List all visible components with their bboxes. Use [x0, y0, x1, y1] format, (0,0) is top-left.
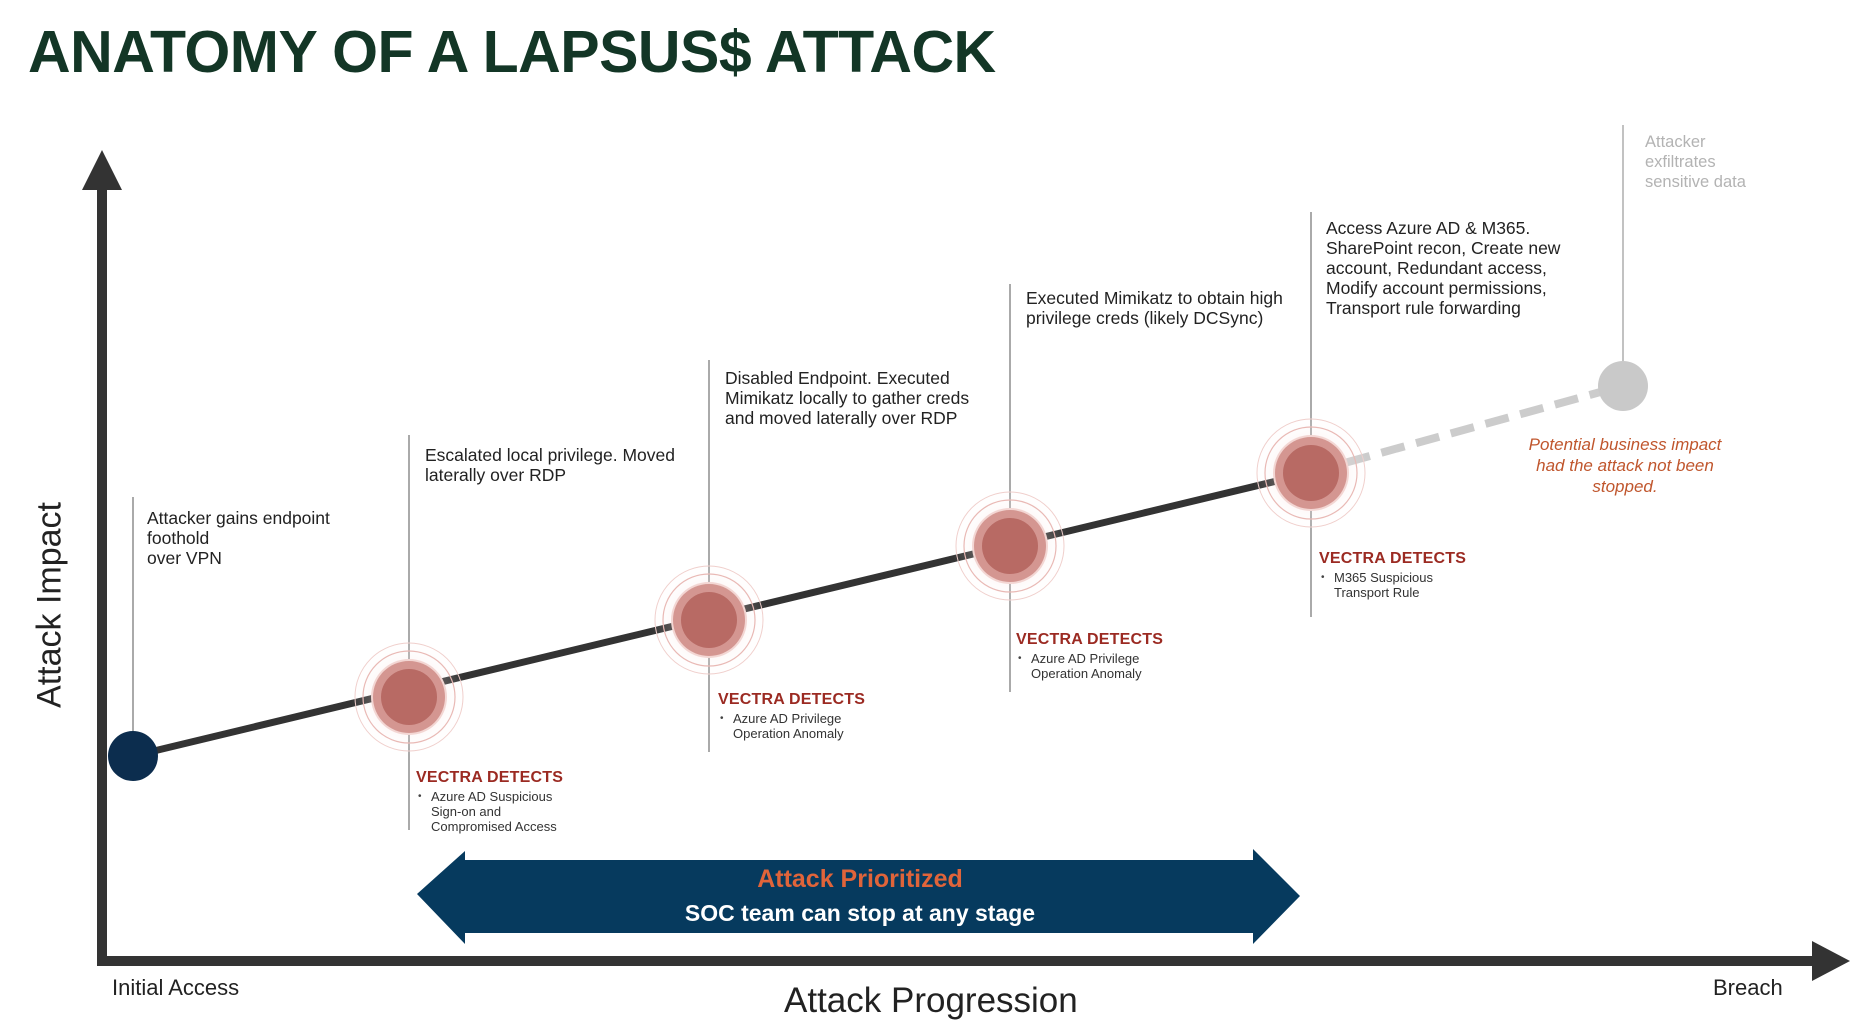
potential-impact-note: Potential business impact had the attack… [1528, 435, 1722, 496]
detection-node-3 [952, 488, 1068, 604]
stage-line: sensitive data [1645, 173, 1746, 191]
x-axis-end-label: Breach [1713, 975, 1783, 1000]
stage-line: Mimikatz locally to gather creds [725, 388, 970, 408]
start-node [108, 731, 158, 781]
banner-title: Attack Prioritized [757, 865, 963, 893]
stage-line: SharePoint recon, Create new [1326, 238, 1561, 258]
breach-node [1598, 361, 1648, 411]
detection-heading: VECTRA DETECTS [416, 769, 564, 786]
stage-line: Attacker gains endpoint [147, 508, 330, 528]
detection-node-4 [1253, 415, 1369, 531]
detection-node-1 [351, 639, 467, 755]
stage-1-text: Attacker gains endpoint foothold over VP… [147, 508, 330, 568]
arrow-right-icon [1812, 941, 1850, 981]
x-axis-start-label: Initial Access [112, 975, 240, 1000]
arrow-up-icon [82, 150, 122, 190]
detection-2: VECTRA DETECTS Azure AD Privilege Operat… [718, 691, 865, 741]
banner-subtitle: SOC team can stop at any stage [684, 900, 1036, 926]
stage-line: exfiltrates [1645, 153, 1716, 171]
detection-4: VECTRA DETECTS M365 Suspicious Transport… [1319, 550, 1466, 600]
stage-6-text: Attacker exfiltrates sensitive data [1645, 132, 1746, 192]
stage-5-text: Access Azure AD & M365. SharePoint recon… [1326, 218, 1560, 318]
stage-2-text: Escalated local privilege. Moved lateral… [425, 445, 675, 485]
stage-line: privilege creds (likely DCSync) [1026, 308, 1264, 328]
stage-line: over VPN [147, 548, 222, 568]
stage-line: laterally over RDP [425, 465, 567, 485]
detection-item: Azure AD Suspicious Sign-on and Compromi… [416, 789, 563, 834]
stage-line: Escalated local privilege. Moved [425, 445, 675, 465]
stage-line: foothold [147, 528, 210, 548]
detection-1: VECTRA DETECTS Azure AD Suspicious Sign-… [416, 769, 563, 834]
stage-line: Access Azure AD & M365. [1326, 218, 1531, 238]
detection-heading: VECTRA DETECTS [1319, 550, 1467, 567]
stage-line: account, Redundant access, [1326, 258, 1547, 278]
stage-line: Transport rule forwarding [1326, 298, 1521, 318]
y-axis-title: Attack Impact [30, 502, 69, 708]
stage-line: Modify account permissions, [1326, 278, 1547, 298]
detection-node-2 [651, 562, 767, 678]
stage-line: Executed Mimikatz to obtain high [1026, 288, 1283, 308]
x-axis-title: Attack Progression [784, 981, 1078, 1020]
detection-heading: VECTRA DETECTS [1016, 631, 1164, 648]
detection-3: VECTRA DETECTS Azure AD Privilege Operat… [1016, 631, 1163, 681]
stage-line: Attacker [1645, 133, 1706, 151]
page-title: ANATOMY OF A LAPSUS$ ATTACK [28, 19, 996, 85]
detection-heading: VECTRA DETECTS [718, 691, 866, 708]
detection-item: Azure AD Privilege Operation Anomaly [1016, 651, 1163, 681]
stage-line: and moved laterally over RDP [725, 408, 958, 428]
stage-4-text: Executed Mimikatz to obtain high privile… [1026, 288, 1283, 328]
detection-item: M365 Suspicious Transport Rule [1319, 570, 1466, 600]
detection-item: Azure AD Privilege Operation Anomaly [718, 711, 865, 741]
stage-3-text: Disabled Endpoint. Executed Mimikatz loc… [725, 368, 969, 428]
stage-line: Disabled Endpoint. Executed [725, 368, 950, 388]
banner-arrow [417, 849, 1300, 944]
